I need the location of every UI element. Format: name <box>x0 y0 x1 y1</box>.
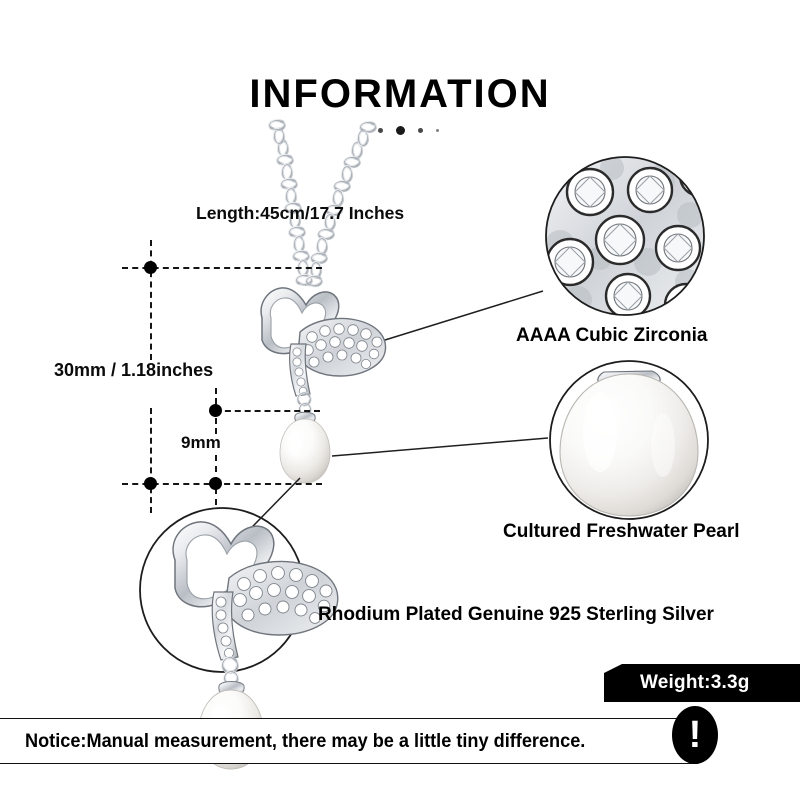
guide-line-top <box>122 267 322 269</box>
weight-banner: Weight:3.3g <box>604 664 800 702</box>
page-title: INFORMATION <box>249 72 551 116</box>
magnifier-pearl <box>549 360 709 520</box>
exclamation-icon: ! <box>672 706 718 764</box>
magnifier-cubic-zirconia <box>545 156 705 316</box>
divider-dot <box>395 125 405 135</box>
pearl-size-label: 9mm <box>181 433 221 452</box>
dimension-marker-dot <box>144 261 157 274</box>
exclamation-glyph: ! <box>688 714 702 756</box>
magnifier-sterling-silver <box>139 507 339 770</box>
caption-freshwater-pearl: Cultured Freshwater Pearl <box>503 521 740 542</box>
dimension-marker-dot <box>144 477 157 490</box>
guide-line-pearl-top <box>215 410 320 412</box>
leader-line-cz <box>384 290 544 341</box>
caption-cubic-zirconia: AAAA Cubic Zirconia <box>516 325 708 346</box>
guide-line-bottom <box>122 483 322 485</box>
weight-label: Weight:3.3g <box>640 672 750 693</box>
divider-dot <box>417 127 423 133</box>
divider-dot <box>435 128 439 132</box>
dimension-marker-dot <box>209 477 222 490</box>
divider-dot <box>377 127 383 133</box>
dimension-marker-dot <box>209 404 222 417</box>
length-label: Length:45cm/17.7 Inches <box>196 203 405 223</box>
guide-line-left-vertical-lower <box>150 408 152 513</box>
notice-text: Notice:Manual measurement, there may be … <box>25 729 586 752</box>
leader-line-pearl <box>331 437 549 457</box>
guide-line-left-vertical <box>150 240 152 360</box>
pendant-size-label: 30mm / 1.18inches <box>54 360 214 380</box>
notice-bar: Notice:Manual measurement, there may be … <box>0 718 712 764</box>
butterfly-pendant <box>260 287 387 484</box>
caption-sterling-silver: Rhodium Plated Genuine 925 Sterling Silv… <box>318 604 714 625</box>
